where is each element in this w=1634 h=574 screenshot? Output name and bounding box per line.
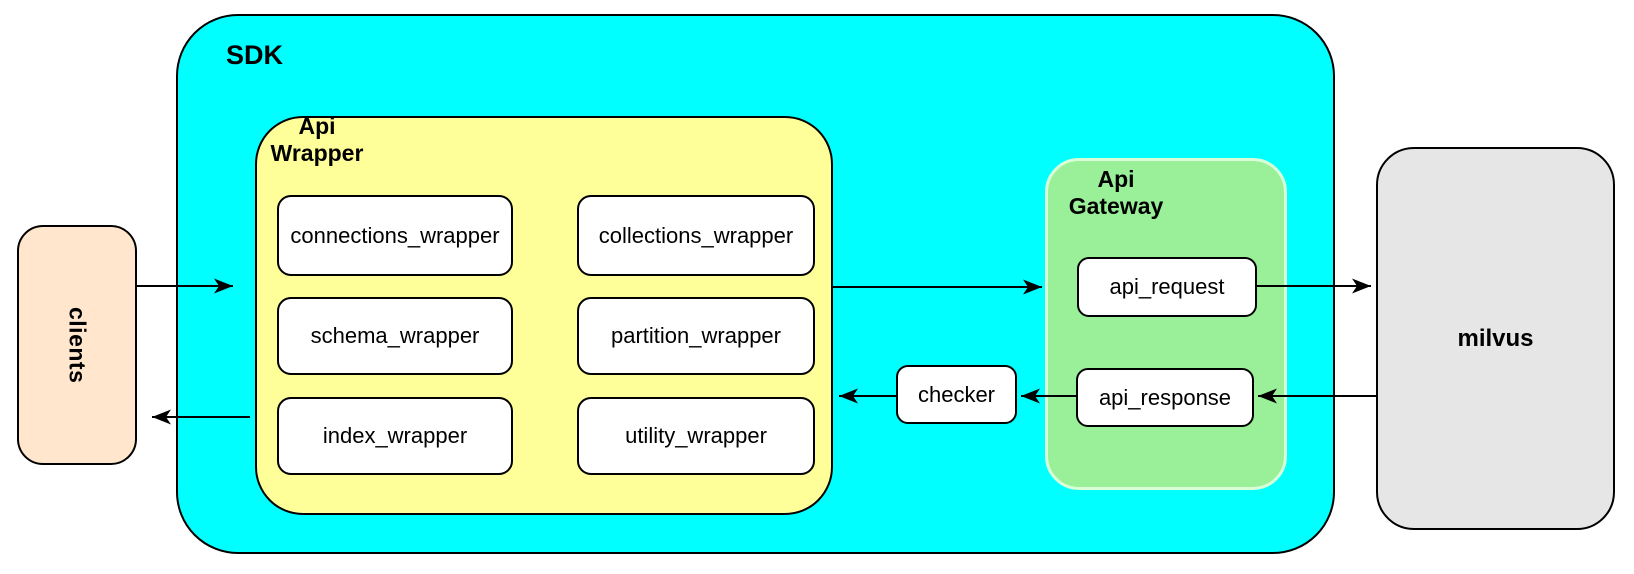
api-gateway-container: [1045, 158, 1287, 490]
milvus-node: milvus: [1376, 147, 1615, 530]
api-wrapper-label: Api Wrapper: [270, 113, 364, 166]
index-wrapper-label: index_wrapper: [322, 423, 468, 448]
api-request-label: api_request: [1109, 274, 1225, 299]
partition-wrapper-label: partition_wrapper: [611, 323, 781, 348]
milvus-label: milvus: [1457, 324, 1534, 352]
utility-wrapper-label: utility_wrapper: [625, 423, 767, 448]
checker-label: checker: [917, 381, 996, 407]
api-request-node: api_request: [1077, 257, 1257, 317]
sdk-label: SDK: [226, 40, 284, 70]
connections-wrapper-node: connections_wrapper: [277, 195, 513, 276]
schema-wrapper-label: schema_wrapper: [310, 323, 480, 348]
partition-wrapper-node: partition_wrapper: [577, 297, 815, 375]
utility-wrapper-node: utility_wrapper: [577, 397, 815, 475]
api-response-node: api_response: [1076, 368, 1254, 427]
clients-node: clients: [17, 225, 137, 465]
collections-wrapper-node: collections_wrapper: [577, 195, 815, 276]
index-wrapper-node: index_wrapper: [277, 397, 513, 475]
collections-wrapper-label: collections_wrapper: [598, 222, 794, 248]
clients-label: clients: [64, 306, 91, 384]
checker-node: checker: [896, 365, 1017, 424]
connections-wrapper-label: connections_wrapper: [290, 222, 500, 248]
api-gateway-label: Api Gateway: [1068, 166, 1164, 219]
api-response-label: api_response: [1098, 384, 1232, 410]
schema-wrapper-node: schema_wrapper: [277, 297, 513, 375]
